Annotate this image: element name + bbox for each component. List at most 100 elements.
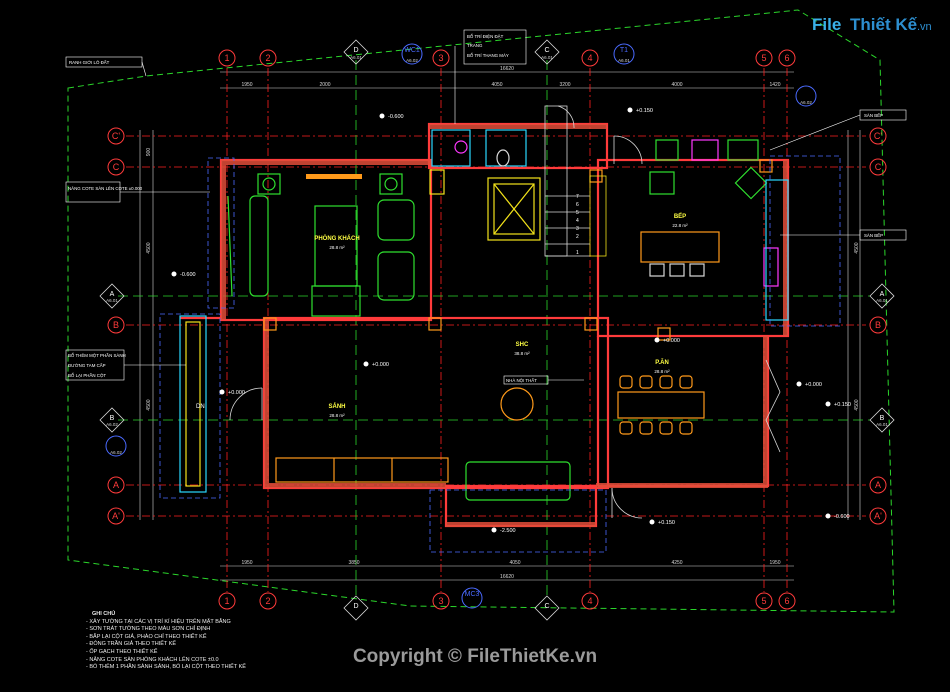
doors xyxy=(229,105,781,519)
logo-name-text: Thiết Kế xyxy=(850,15,918,34)
sheet-ref: A6.01 xyxy=(876,422,888,427)
general-notes: GHI CHÚ - XÂY TƯỜNG TẠI CÁC VỊ TRÍ KÍ HI… xyxy=(86,611,316,672)
tag-t1: T1 xyxy=(620,47,628,54)
level-mark: -0.600 xyxy=(388,114,404,120)
room-name-living: PHÒNG KHÁCH xyxy=(314,234,359,242)
tag-mc3: MC3 xyxy=(465,591,480,598)
stair-step: 6 xyxy=(576,202,579,208)
room-labels: PHÒNG KHÁCH 28.8 m² BẾP 22.8 m² SẢNH 28.… xyxy=(314,213,688,418)
brand-logo: File Thiết Kế .vn xyxy=(812,12,942,46)
dim-bottom-seg: 4250 xyxy=(671,560,682,566)
dining-set xyxy=(617,375,705,435)
grid-label-top-4: 4 xyxy=(587,53,592,63)
grid-label-top-2: 2 xyxy=(265,53,270,63)
annotation-elevator: BỔ TRÍ THANG MÁY xyxy=(467,53,509,58)
hall-furniture xyxy=(179,315,571,501)
dim-left-seg: 4500 xyxy=(146,399,152,410)
grid-label-top-6: 6 xyxy=(784,53,789,63)
note-item: - ỐP GẠCH THEO THIẾT KẾ xyxy=(86,648,158,655)
dim-top-seg: 4000 xyxy=(671,82,682,88)
dim-bottom-seg: 4050 xyxy=(509,560,520,566)
elevator xyxy=(487,177,541,241)
horizontal-grid-lines xyxy=(126,135,866,517)
grid-label-top-5: 5 xyxy=(761,53,766,63)
dim-right-seg: 4500 xyxy=(854,242,860,253)
room-area-kitchen: 22.8 m² xyxy=(672,223,688,228)
stair-step: 5 xyxy=(576,210,579,216)
grid-label-bottom-6: 6 xyxy=(784,596,789,606)
wc-fixtures xyxy=(429,129,527,195)
section-label-top-d: D xyxy=(353,47,358,54)
sheet-ref: A6.02 xyxy=(800,100,812,105)
section-label-bottom-d: D xyxy=(353,603,358,610)
annotation-text: RANH GIỚI LÔ ĐẤT BỔ TRÍ ĐIỆN ĐẶT TRANG B… xyxy=(68,34,883,410)
grid-label-top-3: 3 xyxy=(438,53,443,63)
grid-label-left-3: B xyxy=(113,320,119,330)
logo-tld-text: .vn xyxy=(917,21,932,33)
section-lines xyxy=(118,60,870,600)
stair-step: 4 xyxy=(576,218,579,224)
dim-bottom-total: 16620 xyxy=(500,574,514,580)
stair-step: 2 xyxy=(576,234,579,240)
dim-top-seg: 4050 xyxy=(491,82,502,88)
annotation-boxes xyxy=(65,29,907,385)
vertical-grid-lines xyxy=(226,68,788,592)
tag-wc1: WC1 xyxy=(404,47,420,54)
room-name-hall: SHC xyxy=(516,342,529,348)
grid-label-bottom-5: 5 xyxy=(761,596,766,606)
stair-step: 1 xyxy=(576,250,579,256)
room-area-lobby: 28.8 m² xyxy=(329,413,345,418)
level-mark: +0.150 xyxy=(658,520,675,526)
note-item: - ĐÓNG TRẦN GIẢ THEO THIẾT KẾ xyxy=(86,641,177,648)
dim-right-seg: 4500 xyxy=(854,399,860,410)
stair-step: 7 xyxy=(576,194,579,200)
section-label-bottom-c: C xyxy=(544,603,549,610)
staircase xyxy=(544,105,607,257)
sheet-ref: A6.01 xyxy=(106,298,118,303)
grid-label-top-1: 1 xyxy=(224,53,229,63)
sheet-ref: A6.01 xyxy=(876,298,888,303)
grid-label-left-1: C' xyxy=(112,131,120,141)
level-mark: +0.000 xyxy=(805,382,822,388)
annotation-lobby-extend: BỔ THÊM MỘT PHẦN SÀNH xyxy=(68,353,126,358)
section-label-top-c: C xyxy=(544,47,549,54)
level-mark: +0.000 xyxy=(228,390,245,396)
section-markers xyxy=(99,39,895,621)
grid-label-bottom-1: 1 xyxy=(224,596,229,606)
sheet-ref: A6.02 xyxy=(406,58,418,63)
note-item: - SƠN TRÁT TƯỜNG THEO MÀU SƠN CHỈ ĐỊNH xyxy=(86,626,211,633)
dim-bottom-seg: 3850 xyxy=(348,560,359,566)
ceiling-outlines xyxy=(159,155,841,553)
dim-top-seg: 3200 xyxy=(559,82,570,88)
grid-label-left-4: A xyxy=(113,480,119,490)
sheet-ref: A6.01 xyxy=(541,55,553,60)
property-boundary xyxy=(67,9,895,613)
sheet-ref: A6.01 xyxy=(350,55,362,60)
dimension-lines xyxy=(139,71,861,581)
living-room-furniture xyxy=(227,173,415,317)
elevation-tag-text: WC1 T1 MC3 xyxy=(404,47,628,598)
level-mark: -0.600 xyxy=(834,514,850,520)
grid-label-bottom-2: 2 xyxy=(265,596,270,606)
annotation-outlet: BỔ TRÍ ĐIỆN ĐẶT xyxy=(467,34,504,39)
annotation-steps: ĐƯỜNG TAM CẤP xyxy=(68,363,106,368)
annotation-boundary: RANH GIỚI LÔ ĐẤT xyxy=(69,60,110,65)
dim-top-total: 16620 xyxy=(500,66,514,72)
grid-label-text: 1 2 3 4 5 6 1 2 3 4 5 6 C' C B A A' C' C… xyxy=(112,53,882,606)
annotation-cote: NÂNG COTE SÀN LÊN COTE ±0.000 xyxy=(68,186,143,191)
sheet-ref-text: A6.01 A6.01 A6.02 A6.01 A6.02 A6.01 A6.0… xyxy=(106,55,888,455)
dim-top-seg: 1420 xyxy=(769,82,780,88)
room-name-kitchen: BẾP xyxy=(674,213,686,220)
grid-label-right-1: C' xyxy=(874,131,882,141)
grid-label-right-2: C xyxy=(875,162,882,172)
level-mark: +0.150 xyxy=(834,402,851,408)
annotation-trang: TRANG xyxy=(467,43,483,48)
grid-label-left-5: A' xyxy=(112,511,120,521)
grid-label-bottom-4: 4 xyxy=(587,596,592,606)
annotation-column: BỔ LẠI PHẦN CỘT xyxy=(68,373,106,378)
level-mark: +0.000 xyxy=(372,362,389,368)
dimension-text: 16620 16620 1950 2000 4050 3200 4000 142… xyxy=(146,66,860,580)
grid-label-bottom-3: 3 xyxy=(438,596,443,606)
stair-step: 3 xyxy=(576,226,579,232)
